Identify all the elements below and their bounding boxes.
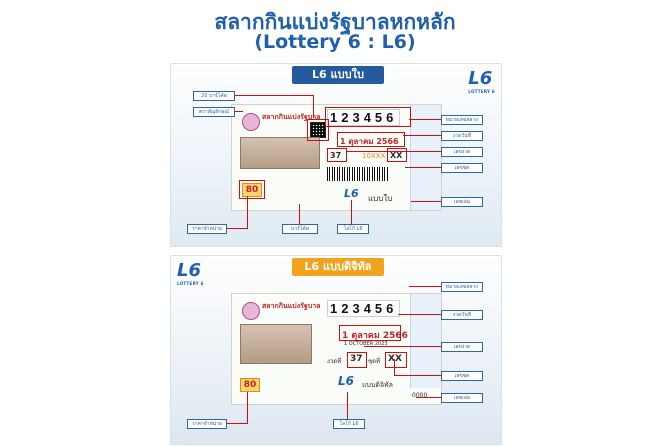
l6-logo-caption-digital: LOTTERY 6 — [177, 281, 204, 286]
digital-callout-logo: โลโก้ L6 — [333, 419, 365, 429]
paper-code-highlight — [387, 148, 407, 162]
paper-callout-price: ราคาจำหน่าย — [187, 224, 227, 234]
paper-line-book — [411, 201, 441, 202]
paper-barcode — [327, 167, 389, 181]
paper-line-date — [403, 135, 441, 136]
digital-callout-draw: เลขงวด — [441, 342, 483, 352]
paper-callout-logo: โลโก้ L6 — [337, 224, 369, 234]
paper-callout-book: เลขเล่ม — [441, 197, 483, 207]
paper-ticket-brand: สลากกินแบ่งรัฐบาล — [262, 113, 321, 121]
paper-line-logo — [351, 200, 352, 224]
paper-line-barcode20-v — [313, 95, 314, 118]
paper-callout-set: เลขชุด — [441, 163, 483, 173]
digital-ticket: สลากกินแบ่งรัฐบาล 80 123456 1 ตุลาคม 256… — [231, 293, 442, 405]
paper-ticket: สลากกินแบ่งรัฐบาล 80 123456 1 ตุลาคม 256… — [231, 104, 442, 211]
l6-logo-mark-digital: L6 — [177, 260, 201, 281]
digital-ticket-panel: L6 แบบดิจิทัล L6 LOTTERY 6 สลากกินแบ่งรั… — [170, 255, 502, 445]
digital-line-number — [409, 286, 441, 287]
digital-callout-price: ราคาจำหน่าย — [187, 419, 227, 429]
digital-callout-date: งวดวันที่ — [441, 310, 483, 320]
digital-type-label: แบบดิจิทัล — [362, 381, 393, 389]
digital-line-price-v — [247, 392, 248, 424]
digital-price-badge: 80 — [240, 378, 260, 392]
digital-line-book — [416, 397, 441, 398]
digital-set-highlight — [347, 352, 367, 368]
digital-callout-book: เลขเล่ม — [441, 393, 483, 403]
paper-price-badge: 80 — [242, 183, 262, 197]
paper-line-number — [409, 119, 441, 120]
paper-line-price — [227, 228, 247, 229]
paper-qr-highlight — [307, 119, 329, 141]
digital-callout-set: เลขชุด — [441, 371, 483, 381]
paper-group-code: XX — [390, 151, 403, 160]
digital-ticket-photo — [240, 324, 312, 364]
paper-line-barcode20 — [235, 95, 313, 96]
digital-draw-date: 1 ตุลาคม 2566 — [342, 331, 408, 341]
digital-ticket-brand: สลากกินแบ่งรัฐบาล — [262, 302, 321, 310]
digital-set-label: งวดที่ — [327, 358, 342, 365]
paper-callout-barcode20: 20 บาร์โค้ด — [193, 91, 235, 101]
paper-ticket-l6-icon: L6 — [344, 187, 359, 200]
paper-draw-date: 1 ตุลาคม 2566 — [340, 137, 399, 146]
paper-line-draw — [346, 151, 441, 152]
page-subtitle: (Lottery 6 : L6) — [254, 31, 416, 53]
digital-date-highlight — [339, 325, 401, 341]
digital-emblem-icon — [242, 302, 260, 320]
paper-number-highlight — [325, 107, 411, 127]
l6-logo-icon: L6 LOTTERY 6 — [468, 68, 495, 94]
digital-draw-date-en: 1 OCTOBER 2023 — [344, 341, 388, 347]
paper-set-highlight — [327, 148, 347, 162]
digital-line-set — [394, 375, 441, 376]
digital-line-set-v — [394, 359, 395, 375]
l6-logo-mark: L6 — [468, 68, 493, 89]
paper-callout-draw: เลขงวด — [441, 147, 483, 157]
paper-ticket-panel: L6 แบบใบ L6 LOTTERY 6 สลากกินแบ่งรัฐบาล … — [170, 63, 502, 247]
paper-line-set — [405, 167, 441, 168]
page-title: สลากกินแบ่งรัฐบาลหกหลัก — [214, 10, 456, 34]
l6-logo-icon-digital: L6 LOTTERY 6 — [177, 260, 204, 286]
paper-date-highlight — [337, 132, 405, 147]
digital-line-date — [398, 314, 441, 315]
digital-section-heading: L6 แบบดิจิทัล — [292, 258, 384, 276]
digital-line-logo — [347, 392, 348, 419]
paper-lottery-number: 123456 — [327, 109, 401, 126]
digital-line-price — [227, 423, 247, 424]
digital-right-strip — [410, 294, 441, 388]
paper-price-highlight — [239, 180, 265, 199]
digital-serial: 0000 — [412, 392, 428, 399]
emblem-icon — [242, 113, 260, 131]
paper-section-heading: L6 แบบใบ — [292, 66, 384, 84]
paper-line-qr — [299, 204, 300, 224]
digital-lottery-number: 123456 — [327, 300, 401, 317]
digital-callout-number: หมายเลขสลาก — [441, 282, 483, 292]
paper-line-emblem — [235, 111, 243, 112]
paper-callout-qr: บาร์โค้ด — [282, 224, 318, 234]
paper-callout-emblem: ตราสัญลักษณ์ — [193, 107, 235, 117]
digital-code-highlight — [385, 352, 407, 368]
paper-serial: 10XXX — [362, 152, 386, 160]
paper-type-label: แบบใบ — [368, 194, 393, 203]
digital-set-number: 37 — [350, 354, 363, 364]
digital-line-draw — [364, 346, 441, 347]
paper-callout-number: หมายเลขสลาก — [441, 115, 483, 125]
l6-logo-caption: LOTTERY 6 — [468, 89, 495, 94]
digital-ticket-l6-icon: L6 — [338, 374, 354, 388]
paper-callout-date: งวดวันที่ — [441, 131, 483, 141]
paper-line-price-v — [247, 196, 248, 229]
paper-set-number: 37 — [330, 151, 342, 160]
digital-group-label: ชุดที่ — [368, 358, 380, 365]
paper-right-strip — [410, 105, 441, 210]
paper-ticket-photo — [240, 137, 320, 169]
